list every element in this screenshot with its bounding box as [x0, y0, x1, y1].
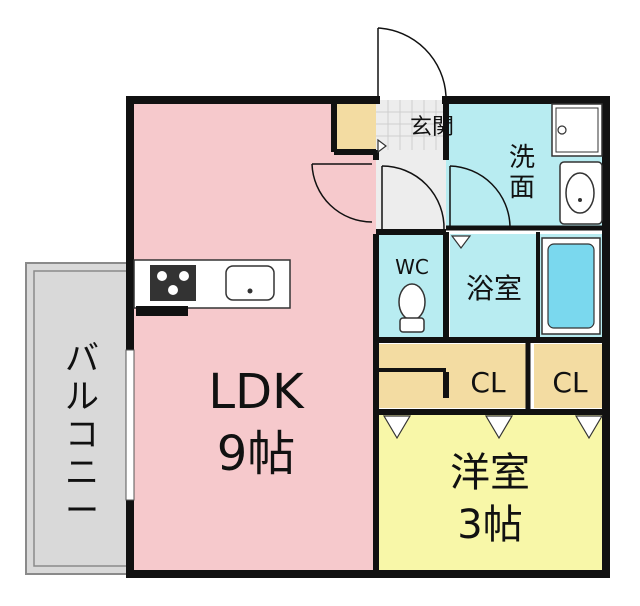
closet-1-label: CL [470, 366, 506, 399]
svg-text:コ: コ [65, 415, 99, 455]
sink-icon [225, 265, 275, 301]
front-door [377, 27, 447, 100]
western-room-label: 洋室 [450, 450, 530, 496]
svg-text:ル: ル [65, 377, 99, 417]
toilet-door [381, 165, 445, 231]
closet-doors [377, 138, 604, 440]
closet-2 [534, 344, 606, 408]
svg-text:ー: ー [65, 491, 99, 531]
ldk-size-label: 9帖 [217, 426, 296, 482]
ldk-label: LDK [208, 364, 305, 420]
western-room [378, 415, 606, 574]
balcony [25, 262, 131, 575]
toilet-label: WC [395, 255, 429, 279]
bathtub-icon [541, 237, 601, 335]
western-room-size-label: 3帖 [457, 502, 522, 548]
interior-walls [331, 100, 606, 574]
washroom-label-2: 面 [509, 173, 535, 203]
stove-icon [150, 265, 196, 301]
balcony-label: バ ル コ ニ ー [65, 339, 99, 531]
washing-machine-icon [551, 103, 603, 157]
ldk-room [130, 100, 376, 574]
svg-text:ニ: ニ [65, 453, 99, 493]
shoe-cabinet [334, 100, 376, 150]
washroom-door [449, 165, 511, 228]
closet-2-label: CL [552, 366, 588, 399]
balcony-window [125, 349, 135, 501]
washroom-label-1: 洗 [509, 143, 535, 173]
closet-1 [378, 344, 528, 408]
kitchen-counter [133, 259, 291, 316]
toilet-icon [398, 283, 426, 333]
bath-room [450, 234, 538, 338]
svg-text:バ: バ [65, 339, 99, 379]
entrance-label: 玄関 [410, 115, 454, 140]
washbasin-icon [559, 161, 603, 225]
bath-label: 浴室 [466, 272, 522, 305]
entrance-floor-tiles [376, 100, 446, 150]
ldk-door [311, 163, 373, 223]
